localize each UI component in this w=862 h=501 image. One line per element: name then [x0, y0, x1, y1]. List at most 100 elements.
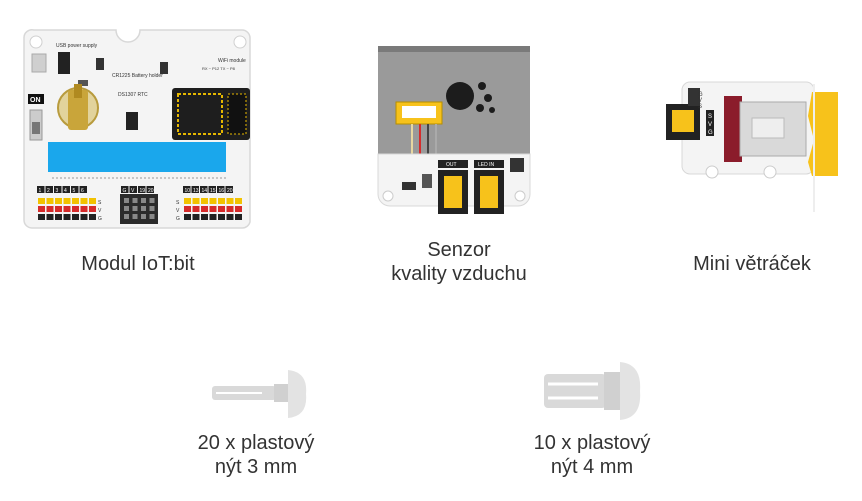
left-pin-label-bg	[45, 186, 53, 193]
right-pin-label: 13	[193, 188, 199, 194]
left-header-pin	[55, 206, 62, 212]
right-pin-label-bg	[183, 186, 191, 193]
left-pin-label-bg	[79, 186, 87, 193]
middle-pin-label-bg	[121, 186, 129, 193]
usb-power-label: USB power supply	[56, 43, 98, 49]
row-label-s-right: S	[176, 200, 180, 206]
right-header-pin	[235, 206, 242, 212]
rivet-3mm-image	[212, 366, 308, 422]
left-header-pin	[38, 206, 45, 212]
left-header-pin	[89, 214, 96, 220]
left-header-pin	[38, 214, 45, 220]
right-header-pin	[192, 198, 200, 204]
middle-header-hole	[124, 214, 129, 219]
out-label: OUT	[446, 162, 457, 168]
air-quality-sensor-image: OUT LED IN	[376, 44, 532, 216]
left-header-pin	[55, 198, 62, 204]
right-header-pin	[235, 214, 242, 220]
middle-header-hole	[124, 206, 129, 211]
left-header-pin	[63, 206, 71, 212]
left-header-pin	[72, 198, 79, 204]
left-header-pin	[89, 198, 96, 204]
left-pin-label: 4	[64, 188, 67, 194]
right-header-pin	[209, 206, 217, 212]
right-header-pin	[209, 198, 217, 204]
rtc-label: DS1307 RTC	[118, 92, 148, 98]
right-header-pin	[201, 198, 208, 204]
caption-rivet-4mm: 10 x plastový nýt 4 mm	[504, 431, 680, 479]
left-header-pin	[80, 206, 88, 212]
right-pin-label: 10	[185, 188, 191, 194]
middle-header-hole	[141, 198, 146, 203]
right-pin-label: 20	[227, 188, 233, 194]
right-header-pin	[201, 214, 208, 220]
left-header-pin	[46, 214, 54, 220]
caption-rivet-3mm-line-2: nýt 3 mm	[214, 456, 298, 478]
middle-header-hole	[149, 206, 155, 211]
right-header-pin	[184, 206, 191, 212]
right-pin-label-bg	[208, 186, 216, 193]
right-header-pin	[184, 198, 191, 204]
fan-side-g: G	[708, 130, 713, 136]
row-label-v: V	[98, 208, 102, 214]
right-header-pin	[209, 214, 217, 220]
right-pin-label-bg	[200, 186, 208, 193]
right-header-pin	[226, 214, 234, 220]
left-header-pin	[55, 214, 62, 220]
caption-air-quality-line-1: Senzor	[427, 239, 491, 261]
left-header-pin	[80, 214, 88, 220]
right-header-pin	[192, 206, 200, 212]
right-header-pin	[226, 198, 234, 204]
middle-pin-label: 19	[140, 188, 146, 194]
middle-pin-label: G	[123, 188, 127, 194]
row-label-s: S	[98, 200, 102, 206]
battery-label: CR1225 Battery holder	[112, 73, 163, 79]
right-header-pin	[201, 206, 208, 212]
middle-header-hole	[132, 206, 138, 211]
rivet-4mm-image	[540, 360, 644, 422]
right-header-pin	[235, 198, 242, 204]
caption-rivet-4mm-line-2: nýt 4 mm	[550, 456, 634, 478]
middle-header-hole	[132, 214, 138, 219]
mini-fan-image: G V S S V G	[662, 44, 842, 214]
fan-side-v: V	[708, 122, 712, 128]
right-pin-label: 16	[219, 188, 225, 194]
left-pin-label: 5	[73, 188, 76, 194]
caption-air-quality-sensor: Senzor kvality vzduchu	[376, 238, 542, 286]
fan-side-s: S	[708, 114, 712, 120]
caption-iot-bit-line-1: Modul IoT:bit	[81, 253, 195, 275]
caption-rivet-3mm-line-1: 20 x plastový	[197, 432, 315, 454]
iot-bit-board-image: USB power supply CR1225 Battery holder D…	[22, 24, 254, 230]
right-pin-label-bg	[225, 186, 233, 193]
middle-header-hole	[149, 214, 155, 219]
left-header-pin	[72, 214, 79, 220]
caption-mini-fan-line-1: Mini větráček	[693, 253, 811, 275]
row-label-g-right: G	[176, 216, 180, 222]
right-pin-label-bg	[217, 186, 225, 193]
left-pin-label: 6	[81, 188, 84, 194]
left-pin-label-bg	[37, 186, 45, 193]
caption-iot-bit: Modul IoT:bit	[22, 252, 254, 276]
wifi-label: WiFi module	[218, 58, 246, 64]
right-header-pin	[192, 214, 200, 220]
middle-pin-label: V	[131, 188, 135, 194]
right-header-pin	[218, 214, 225, 220]
left-pin-label-bg	[54, 186, 62, 193]
display-strip	[48, 142, 226, 172]
middle-pin-label-bg	[146, 186, 154, 193]
right-pin-label: 15	[210, 188, 216, 194]
left-header-pin	[46, 206, 54, 212]
caption-rivet-4mm-line-1: 10 x plastový	[533, 432, 651, 454]
right-pin-label-bg	[191, 186, 199, 193]
middle-header-hole	[149, 198, 155, 203]
left-header-pin	[72, 206, 79, 212]
on-switch-label: ON	[30, 97, 41, 104]
right-header-pin	[218, 198, 225, 204]
right-header-pin	[218, 206, 225, 212]
row-label-g: G	[98, 216, 102, 222]
middle-header-hole	[124, 198, 129, 203]
caption-mini-fan: Mini větráček	[662, 252, 842, 276]
caption-air-quality-line-2: kvality vzduchu	[391, 263, 527, 285]
left-header-pin	[80, 198, 88, 204]
middle-pin-label-bg	[129, 186, 137, 193]
